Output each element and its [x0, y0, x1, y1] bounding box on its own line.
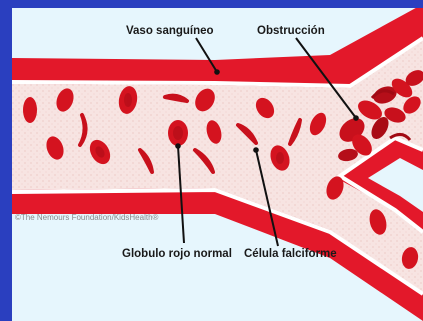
label-normal-cell: Globulo rojo normal: [122, 248, 232, 260]
label-obstruction: Obstrucción: [257, 25, 325, 37]
label-sickle-cell: Célula falciforme: [244, 248, 337, 260]
copyright-credit: ©The Nemours Foundation/KidsHealth®: [15, 213, 159, 222]
label-vessel: Vaso sanguíneo: [126, 25, 214, 37]
